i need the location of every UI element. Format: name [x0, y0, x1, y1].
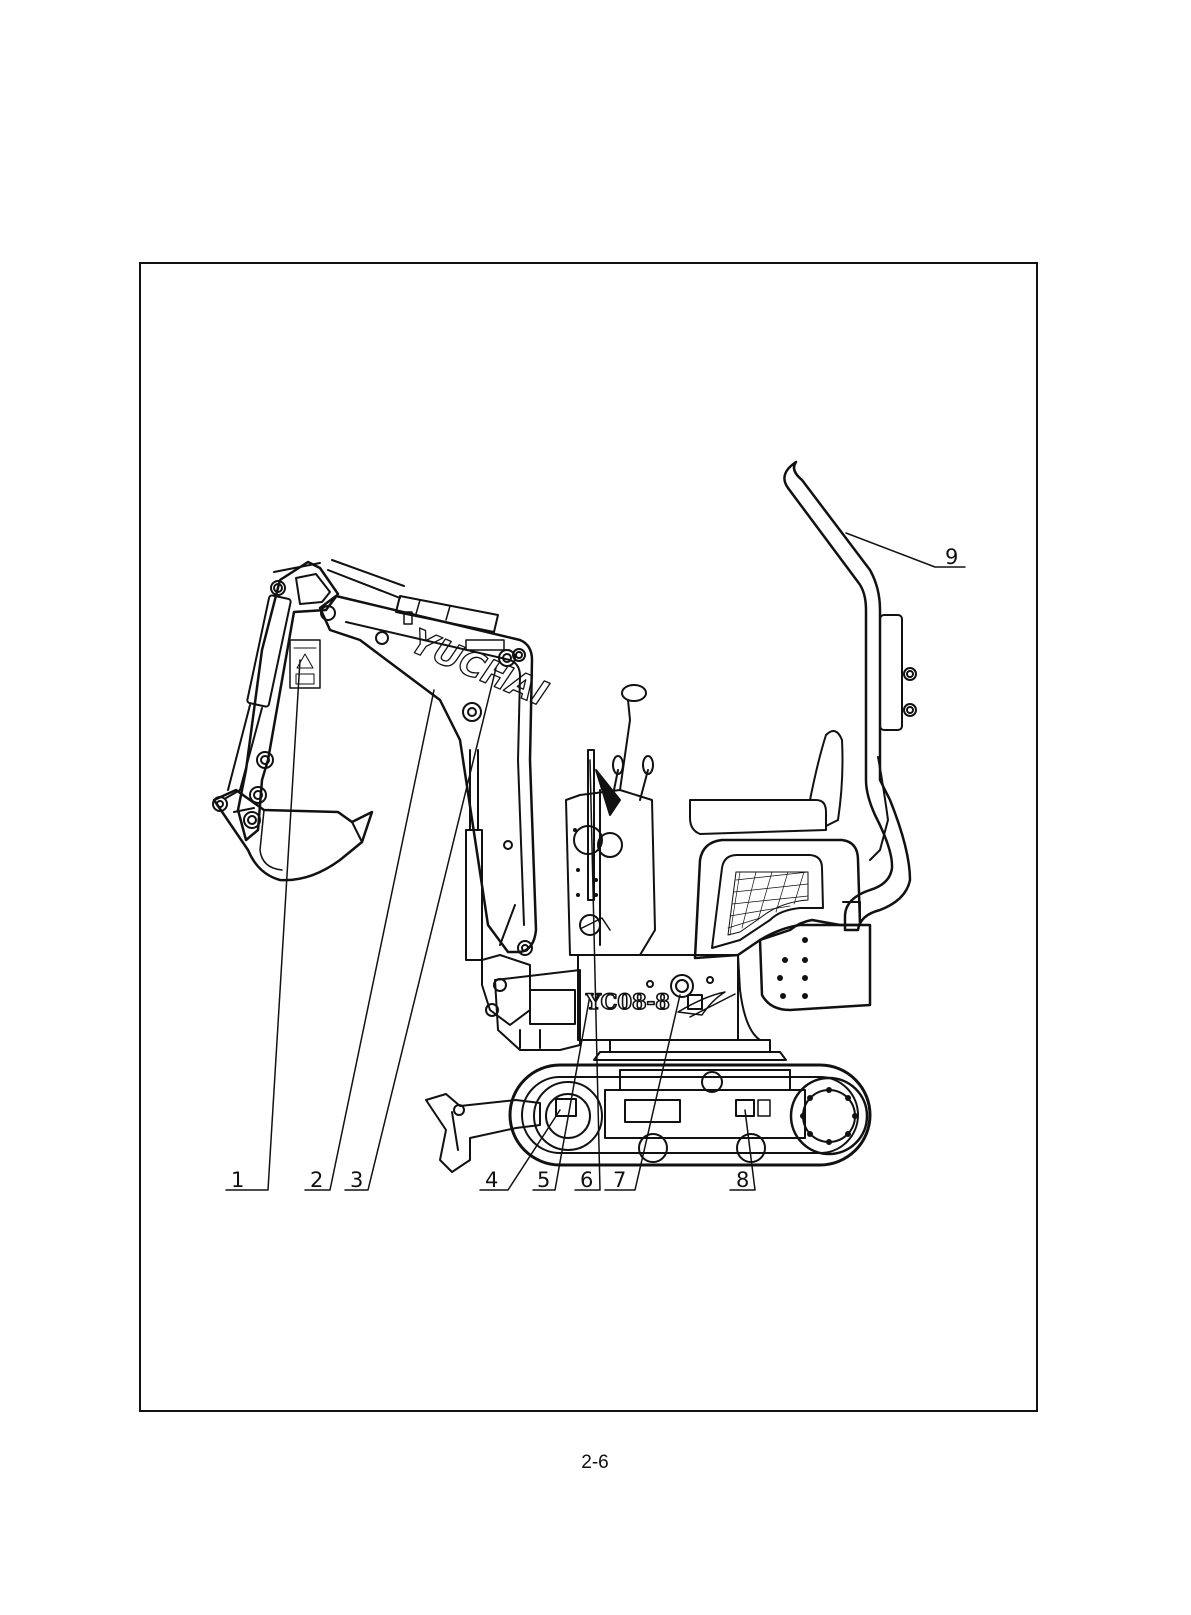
page-number: 2-6 [560, 1452, 630, 1474]
rops-bar [784, 462, 916, 930]
callout-2: 2 [310, 1168, 323, 1192]
callout-5: 5 [537, 1168, 550, 1192]
callout-3: 3 [350, 1168, 363, 1192]
callout-8: 8 [736, 1168, 749, 1192]
arm-cylinder [328, 560, 498, 632]
callout-1: 1 [231, 1168, 244, 1192]
callout-9: 9 [945, 545, 958, 569]
brand-decal: YUCHAI [404, 621, 553, 714]
callout-7: 7 [613, 1168, 626, 1192]
bucket [213, 790, 372, 880]
control-tower [566, 685, 655, 955]
callout-6: 6 [580, 1168, 593, 1192]
callout-4: 4 [485, 1168, 498, 1192]
model-decal: YC08-8 [585, 989, 670, 1014]
operator-seat [690, 731, 843, 834]
arm-stick [238, 562, 338, 840]
track-undercarriage [510, 1065, 870, 1165]
